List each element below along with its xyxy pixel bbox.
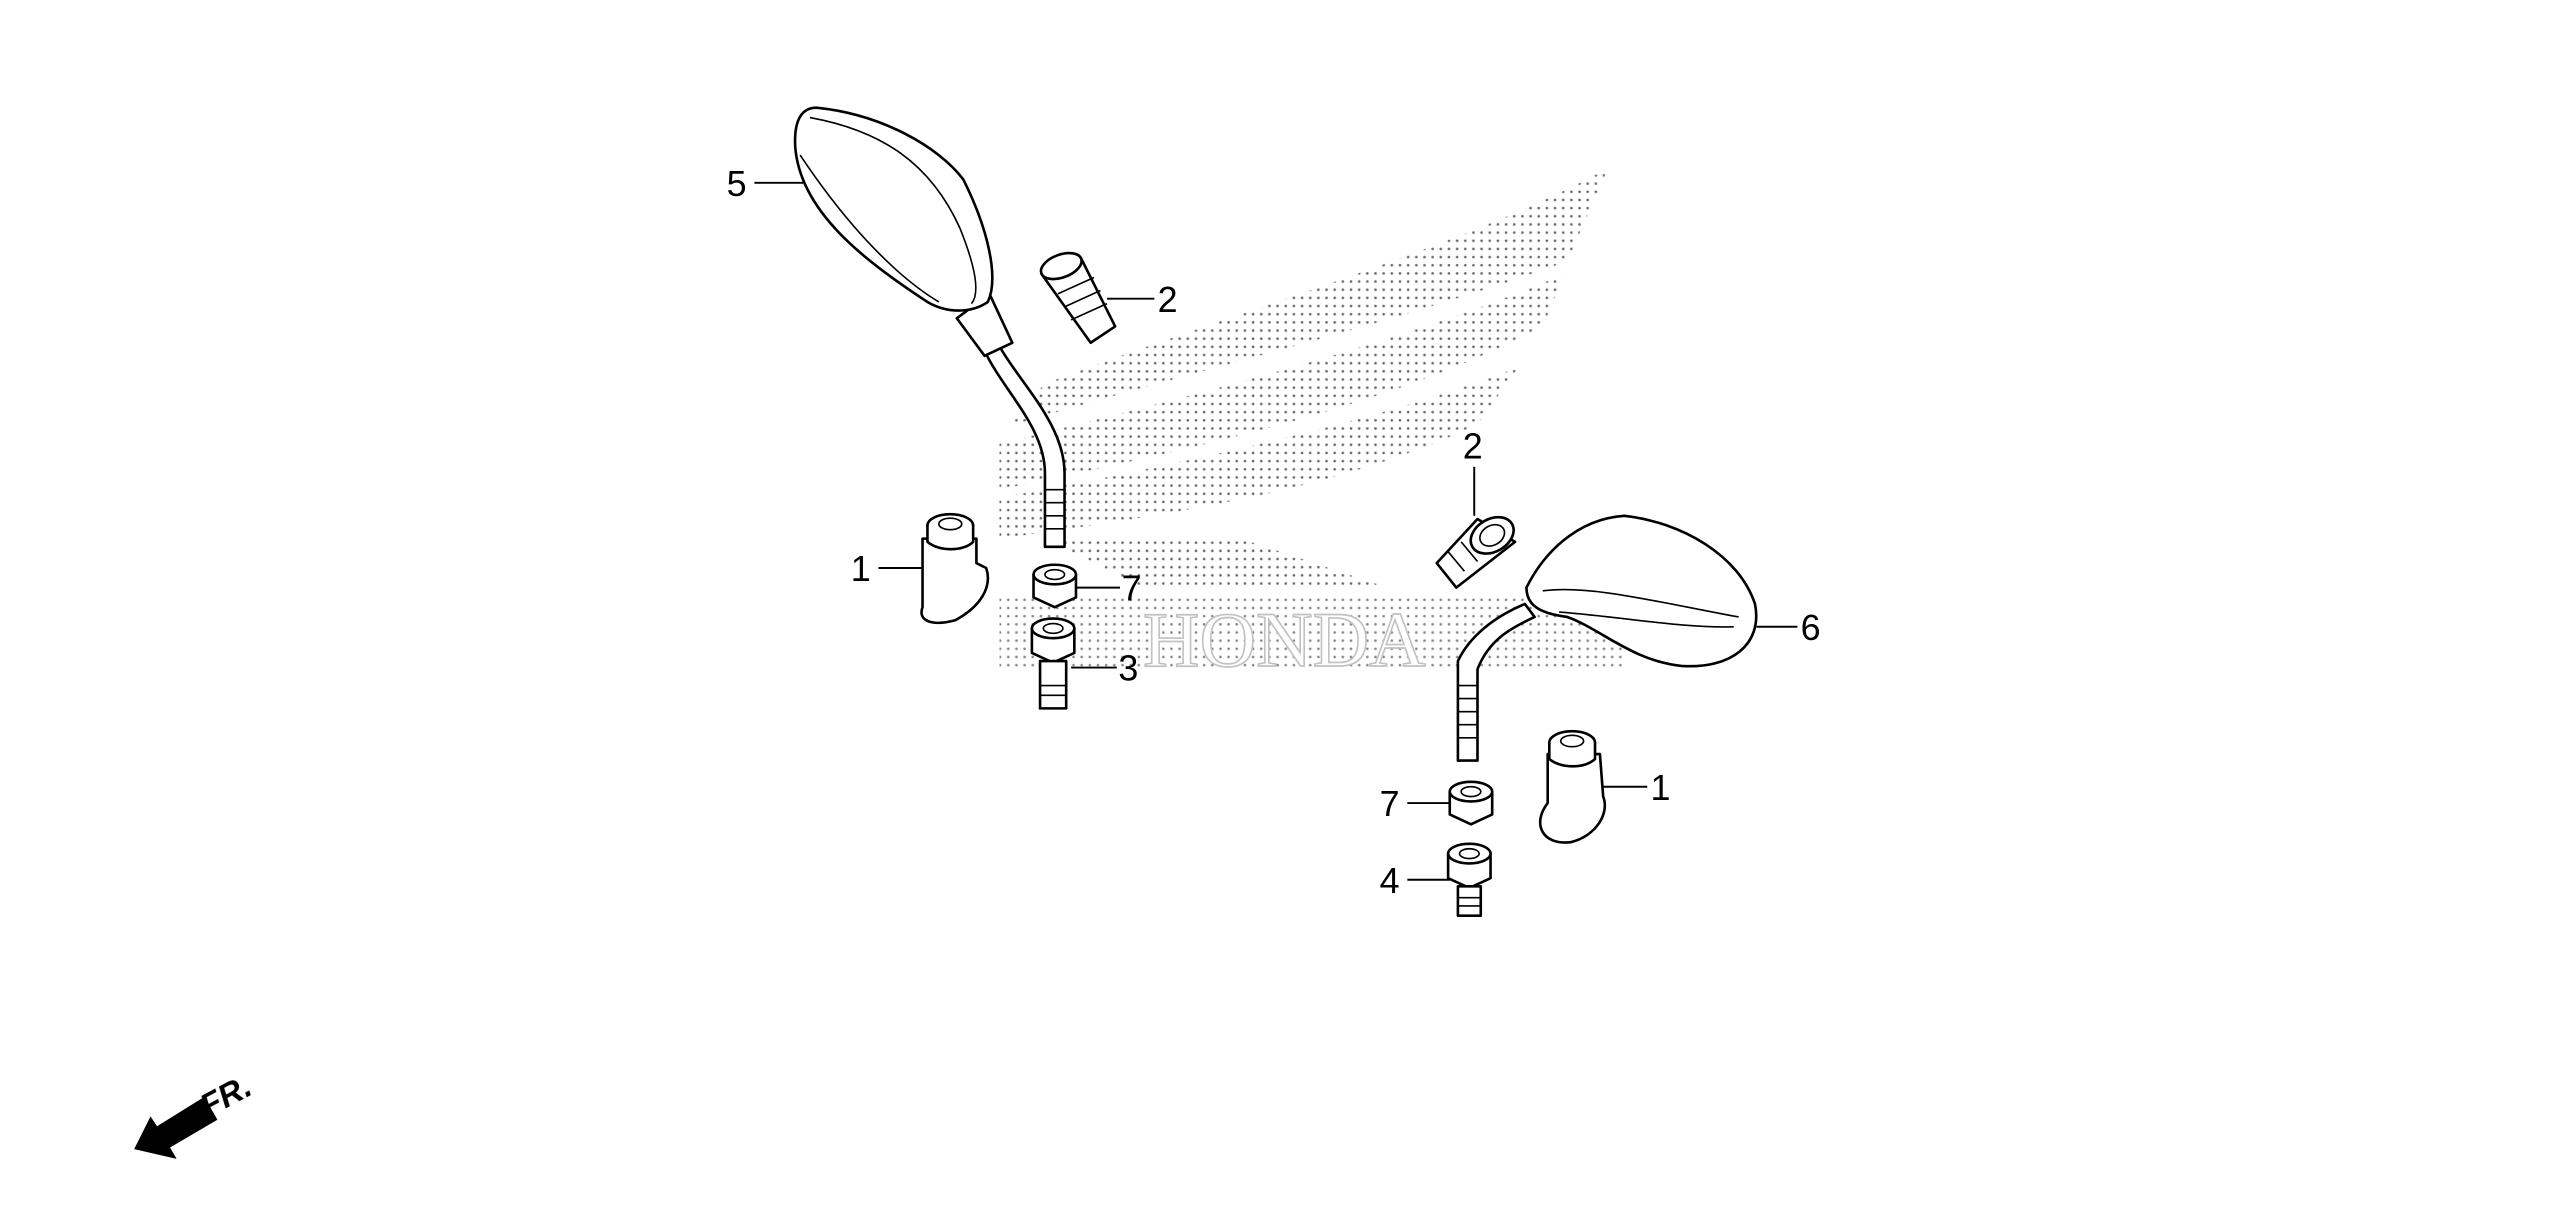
callout-label: 3 [1118, 649, 1138, 689]
callout-7-right[interactable]: 7 [1380, 784, 1450, 824]
adapter-left[interactable] [1030, 617, 1076, 710]
callout-2-right[interactable]: 2 [1463, 427, 1483, 516]
cover-left[interactable] [920, 512, 990, 625]
callout-label: 5 [727, 164, 747, 204]
honda-wing-watermark: HONDA [999, 168, 1625, 684]
callout-3[interactable]: 3 [1071, 649, 1138, 689]
nut-right[interactable] [1448, 780, 1494, 826]
callout-label: 4 [1380, 861, 1400, 901]
callout-1-left[interactable]: 1 [851, 549, 923, 589]
callout-label: 6 [1801, 608, 1821, 648]
callout-2-left[interactable]: 2 [1106, 280, 1178, 320]
callout-label: 2 [1158, 280, 1178, 320]
callout-label: 7 [1380, 784, 1400, 824]
cap-left[interactable] [1037, 248, 1117, 345]
callout-1-right[interactable]: 1 [1603, 768, 1670, 808]
callout-5[interactable]: 5 [727, 164, 804, 204]
front-direction-indicator: FR. [134, 1067, 257, 1159]
callout-label: 2 [1463, 427, 1483, 467]
arrow-icon [134, 1096, 218, 1159]
adapter-right[interactable] [1446, 842, 1492, 917]
watermark-text: HONDA [1143, 596, 1426, 683]
callout-7-left[interactable]: 7 [1075, 569, 1142, 609]
callout-label: 1 [1651, 768, 1671, 808]
mirror-left[interactable] [793, 106, 1066, 549]
callout-6[interactable]: 6 [1756, 608, 1821, 648]
callout-label: 7 [1122, 569, 1142, 609]
callout-label: 1 [851, 549, 871, 589]
cap-right[interactable] [1435, 510, 1520, 589]
callout-4[interactable]: 4 [1380, 861, 1450, 901]
cover-right[interactable] [1538, 729, 1607, 844]
mirror-right[interactable] [1456, 514, 1758, 762]
nut-left[interactable] [1032, 563, 1078, 609]
